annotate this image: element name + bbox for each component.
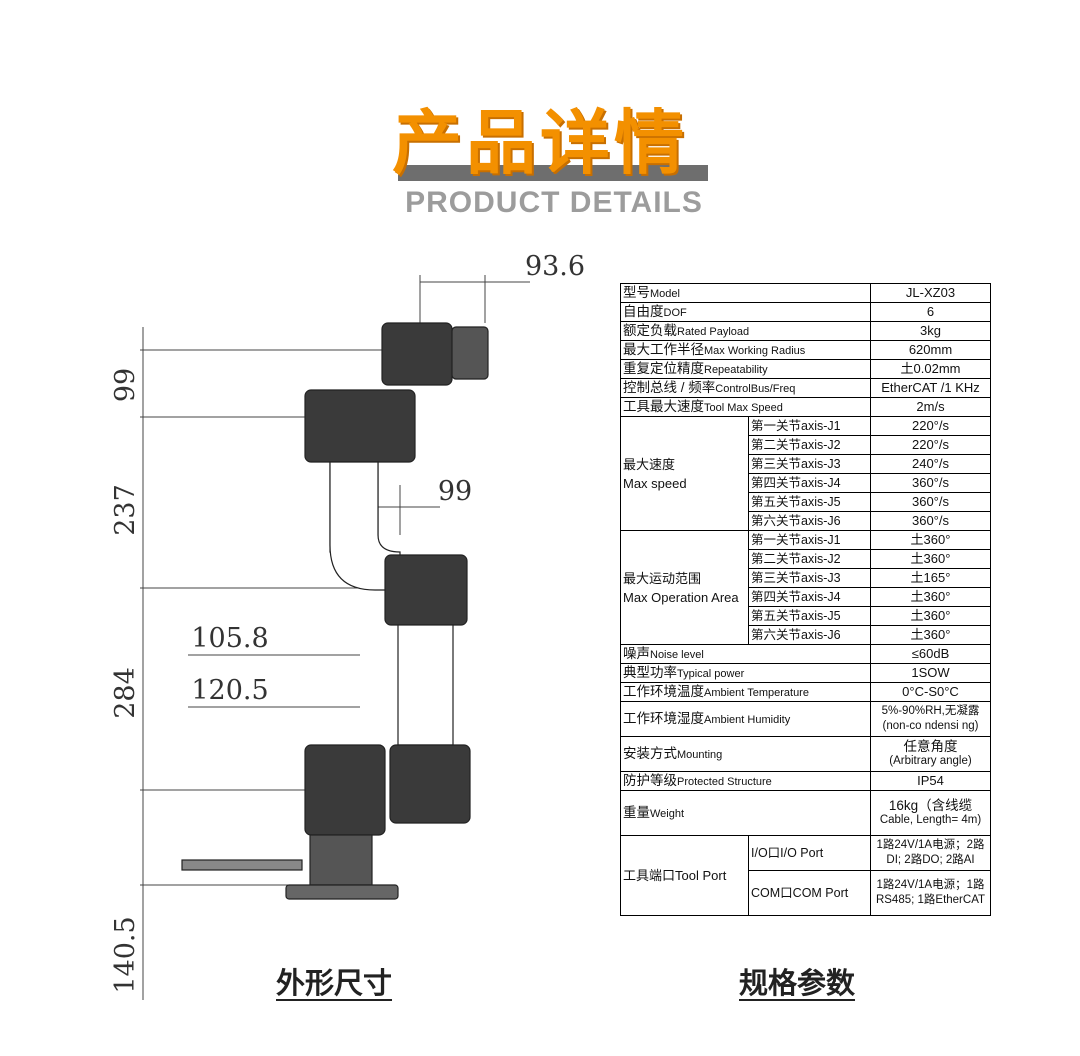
spec-caption: 规格参数 <box>739 966 856 1000</box>
table-row: 噪声Noise level≤60dB <box>620 644 991 664</box>
dim-105-8: 105.8 <box>191 623 268 654</box>
dim-inner-99: 99 <box>438 476 472 507</box>
table-row: 安装方式Mounting 任意角度(Arbitrary angle) <box>620 736 991 772</box>
dim-140-5: 140.5 <box>110 916 141 993</box>
drawing-caption: 外形尺寸 <box>276 966 393 1000</box>
table-row: 工具端口Tool Port I/O口I/O Port 1路24V/1A电源；2路… <box>620 835 991 916</box>
dim-120-5: 120.5 <box>191 675 268 706</box>
dimension-drawing: 93.6 99 105.8 120.5 99 237 284 140.5 <box>110 251 585 1000</box>
page-title-en: PRODUCT DETAILS <box>405 186 703 219</box>
dim-93-6: 93.6 <box>525 251 585 282</box>
title-underline-bar <box>398 165 708 181</box>
page-title-cn: 产品详情 <box>392 102 688 184</box>
dim-284: 284 <box>110 667 141 719</box>
page-header: 产品详情 PRODUCT DETAILS <box>0 0 1080 230</box>
table-row: COM口COM Port 1路24V/1A电源；1路RS485; 1路Ether… <box>621 870 991 916</box>
dim-99: 99 <box>110 368 141 402</box>
table-row: 工作环境湿度Ambient Humidity 5%-90%RH,无凝露(non-… <box>620 701 991 737</box>
dim-237: 237 <box>110 484 141 536</box>
